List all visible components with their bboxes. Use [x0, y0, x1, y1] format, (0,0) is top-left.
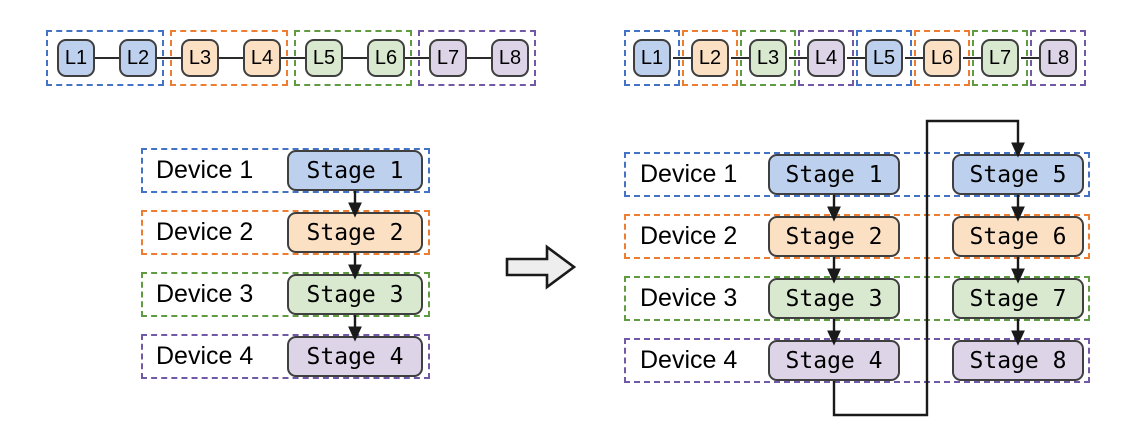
left-stage-box-3[interactable]: Stage 3 — [287, 274, 423, 315]
left-stage-box-1[interactable]: Stage 1 — [287, 150, 423, 191]
right-stage-box-8[interactable]: Stage 8 — [952, 340, 1084, 381]
left-layer-chip-l5[interactable]: L5 — [305, 39, 343, 77]
left-layer-chip-l4[interactable]: L4 — [243, 39, 281, 77]
right-layer-chip-l6[interactable]: L6 — [923, 39, 961, 77]
left-layer-link-6-7 — [391, 57, 435, 59]
right-stage-box-1[interactable]: Stage 1 — [768, 154, 900, 195]
right-device-label-1: Device 1 — [640, 160, 738, 188]
left-device-label-4: Device 4 — [156, 342, 254, 370]
left-device-label-1: Device 1 — [156, 156, 254, 184]
left-device-row-4 — [141, 334, 430, 379]
right-stage-box-5[interactable]: Stage 5 — [952, 154, 1084, 195]
left-device-row-3 — [141, 272, 430, 317]
right-stage-box-3[interactable]: Stage 3 — [768, 278, 900, 319]
right-layer-chip-l8[interactable]: L8 — [1039, 39, 1077, 77]
right-device-label-4: Device 4 — [640, 346, 738, 374]
left-layer-chip-l6[interactable]: L6 — [367, 39, 405, 77]
left-layer-group-1 — [46, 30, 164, 86]
right-layer-link-1-2 — [673, 57, 703, 59]
right-layer-chip-l1[interactable]: L1 — [633, 39, 671, 77]
block-arrow-right-icon — [505, 244, 577, 290]
right-stage-box-6[interactable]: Stage 6 — [952, 216, 1084, 257]
right-layer-chip-l4[interactable]: L4 — [807, 39, 845, 77]
left-layer-chip-l7[interactable]: L7 — [429, 39, 467, 77]
right-layer-link-6-7 — [963, 57, 993, 59]
right-layer-link-7-8 — [1021, 57, 1051, 59]
right-layer-link-2-3 — [731, 57, 761, 59]
left-layer-link-4-5 — [267, 57, 311, 59]
right-stage-box-7[interactable]: Stage 7 — [952, 278, 1084, 319]
right-layer-group-2 — [682, 30, 738, 86]
right-layer-group-4 — [798, 30, 854, 86]
left-stage-box-2[interactable]: Stage 2 — [287, 212, 423, 253]
left-layer-link-1-2 — [95, 57, 129, 59]
left-device-row-1 — [141, 148, 430, 193]
right-layer-chip-l5[interactable]: L5 — [865, 39, 903, 77]
left-device-row-2 — [141, 210, 430, 255]
right-layer-chip-l3[interactable]: L3 — [749, 39, 787, 77]
right-layer-group-3 — [740, 30, 796, 86]
left-layer-group-4 — [418, 30, 536, 86]
right-layer-chip-l7[interactable]: L7 — [981, 39, 1019, 77]
left-device-label-2: Device 2 — [156, 218, 254, 246]
left-layer-link-3-4 — [219, 57, 253, 59]
left-stage-box-4[interactable]: Stage 4 — [287, 336, 423, 377]
left-device-label-3: Device 3 — [156, 280, 254, 308]
left-layer-group-3 — [294, 30, 412, 86]
right-stage-box-2[interactable]: Stage 2 — [768, 216, 900, 257]
right-layer-group-8 — [1030, 30, 1086, 86]
right-device-label-2: Device 2 — [640, 222, 738, 250]
left-layer-chip-l2[interactable]: L2 — [119, 39, 157, 77]
right-layer-group-5 — [856, 30, 912, 86]
right-layer-group-7 — [972, 30, 1028, 86]
right-layer-link-4-5 — [847, 57, 877, 59]
left-layer-group-2 — [170, 30, 288, 86]
right-layer-link-3-4 — [789, 57, 819, 59]
right-device-label-3: Device 3 — [640, 284, 738, 312]
right-layer-group-6 — [914, 30, 970, 86]
left-layer-link-7-8 — [467, 57, 501, 59]
right-stage-box-4[interactable]: Stage 4 — [768, 340, 900, 381]
left-layer-chip-l3[interactable]: L3 — [181, 39, 219, 77]
left-layer-chip-l8[interactable]: L8 — [491, 39, 529, 77]
left-layer-chip-l1[interactable]: L1 — [57, 39, 95, 77]
right-layer-chip-l2[interactable]: L2 — [691, 39, 729, 77]
right-layer-link-5-6 — [905, 57, 935, 59]
left-layer-link-5-6 — [343, 57, 377, 59]
right-layer-group-1 — [624, 30, 680, 86]
left-layer-link-2-3 — [143, 57, 187, 59]
